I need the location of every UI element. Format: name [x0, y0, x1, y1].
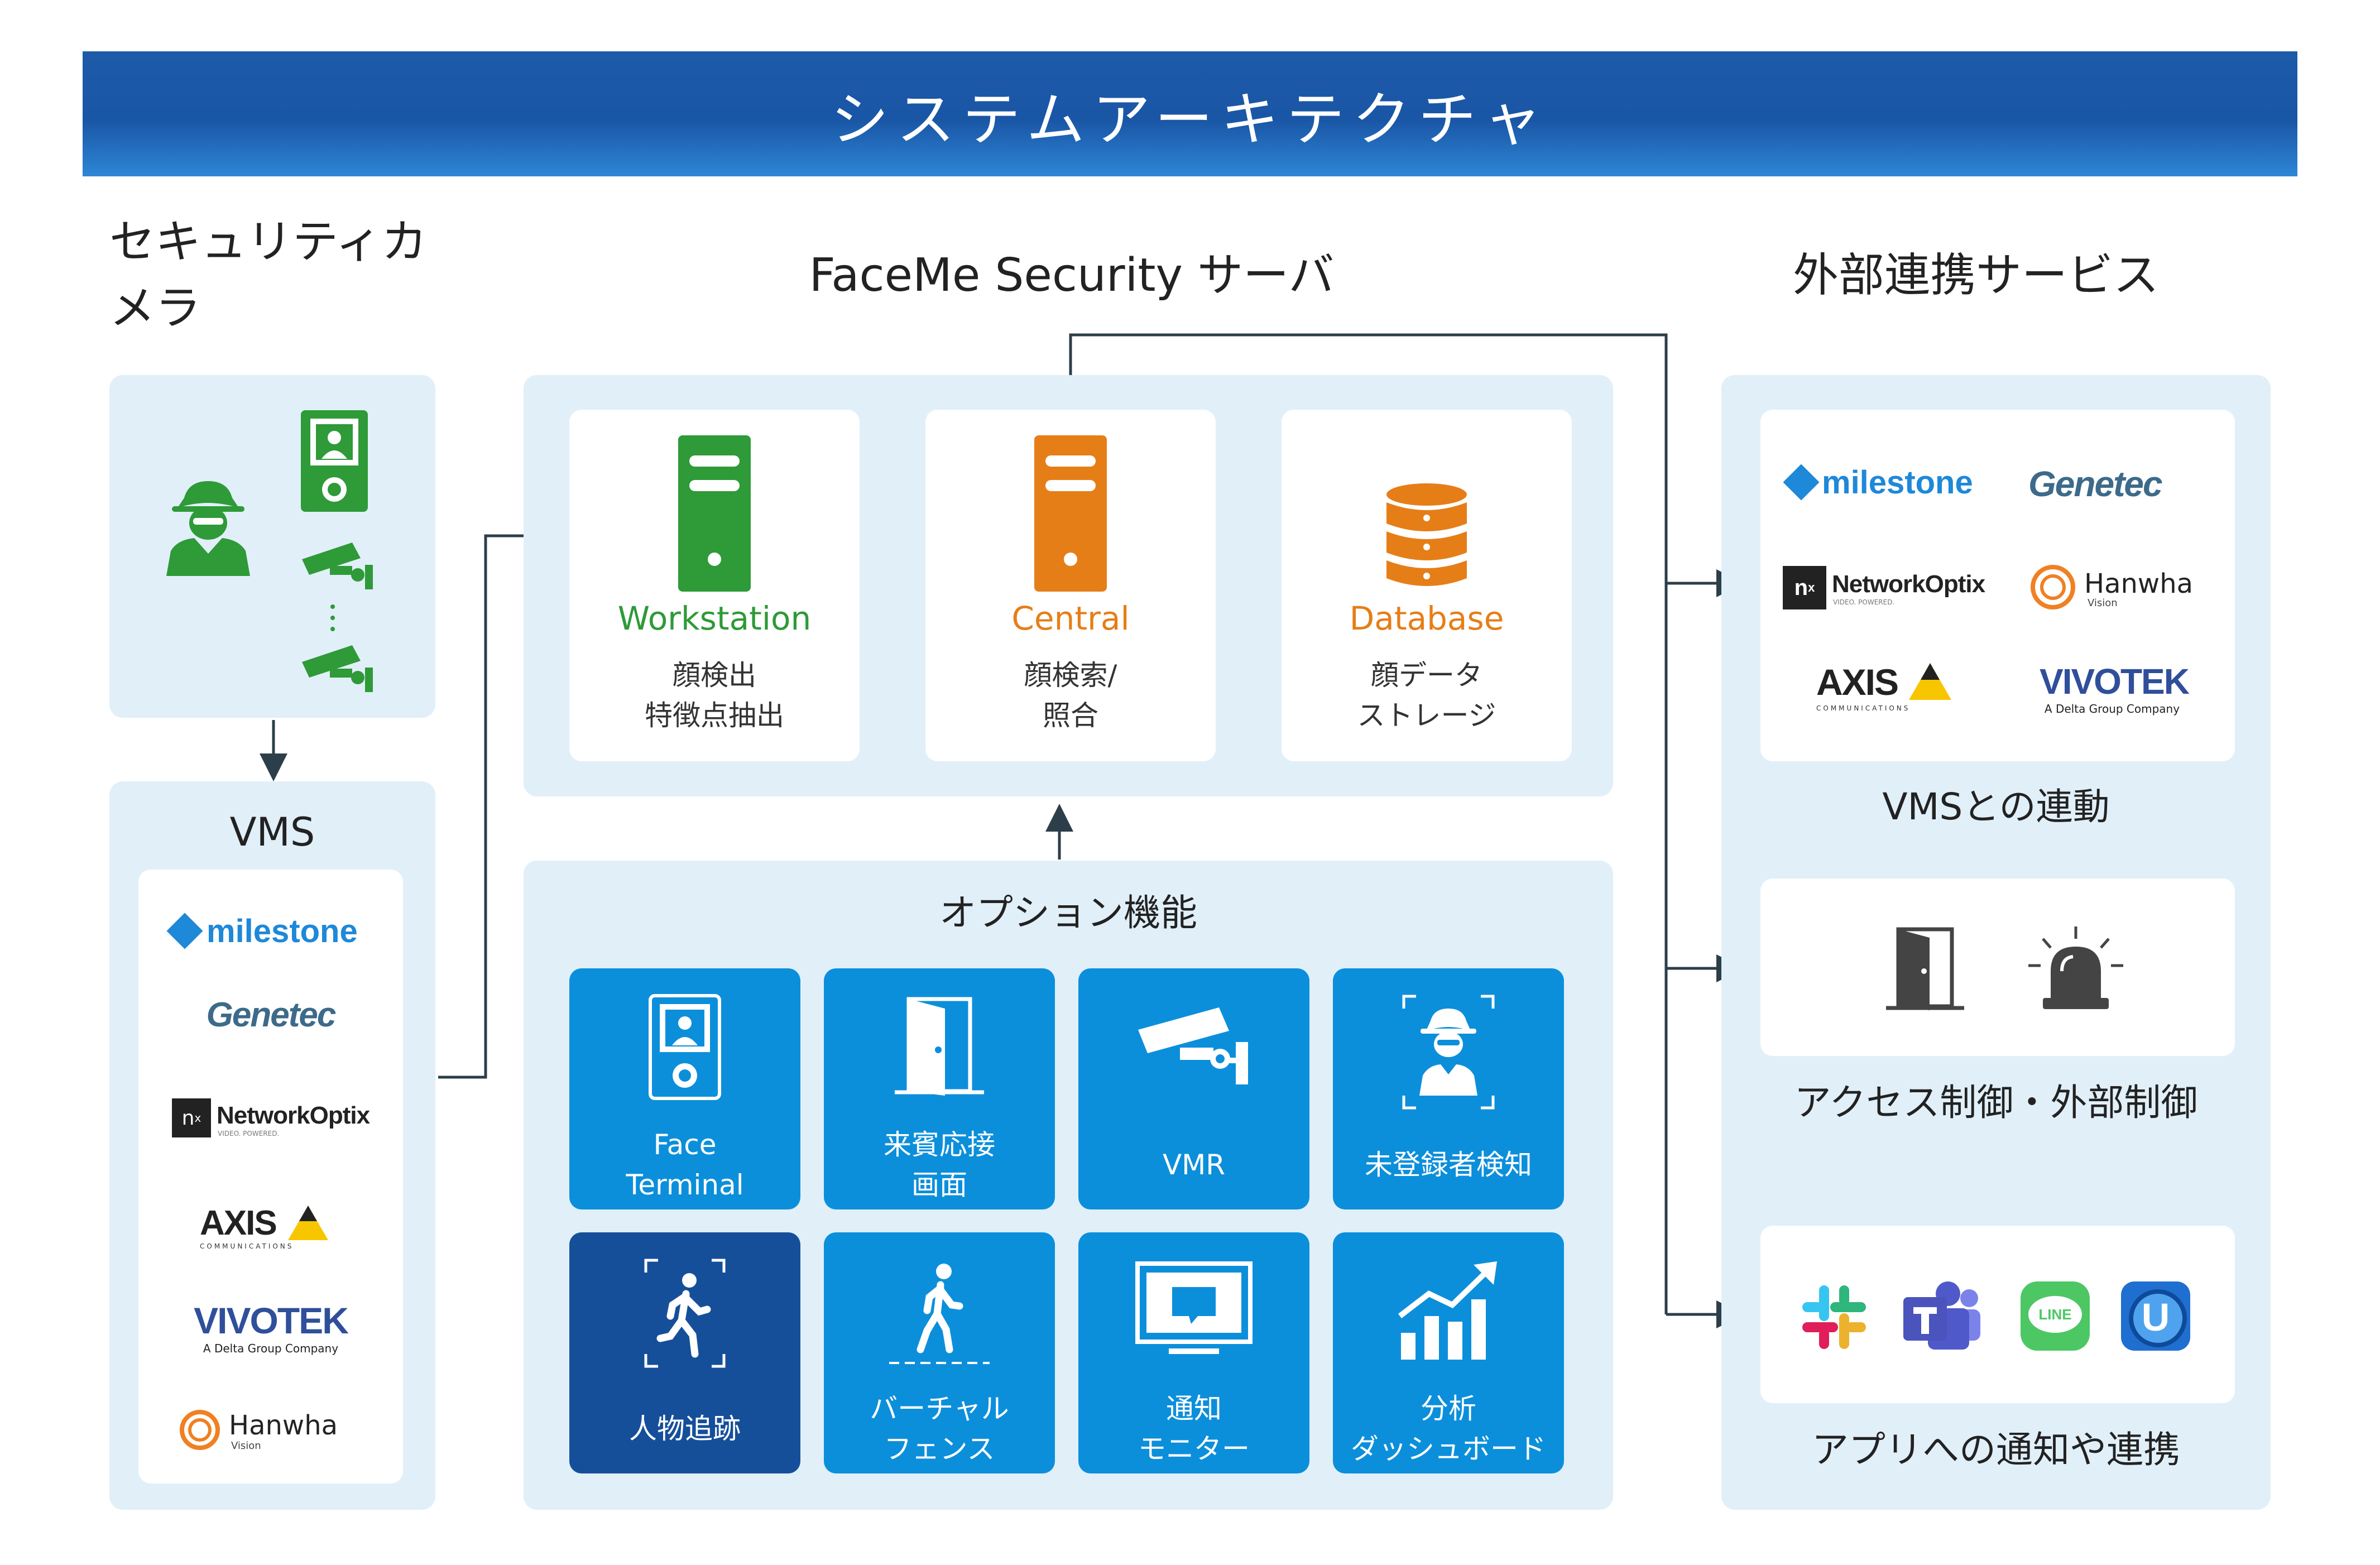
workstation-label: Workstation [617, 599, 812, 637]
option-unregistered-detection[interactable]: 未登録者検知 [1333, 968, 1564, 1209]
hanwha-logo: Hanwha Vision [177, 1405, 378, 1456]
hanwha-logo: Hanwha Vision [2028, 560, 2218, 616]
virtual-fence-icon [889, 1264, 990, 1364]
option-analytics-dashboard[interactable]: 分析ダッシュボード [1333, 1232, 1564, 1473]
milestone-logo: milestone [1783, 460, 1973, 505]
face-terminal-icon [649, 994, 721, 1100]
axis-logo: AXIS COMMUNICATIONS [1816, 661, 1961, 717]
alarm-light-icon [2028, 926, 2123, 1009]
external-heading: 外部連携サービス [1792, 248, 2159, 302]
person-tracking-icon [644, 1259, 726, 1368]
database-icon [1386, 483, 1467, 586]
database-desc: 顔データ ストレージ [1357, 659, 1496, 732]
page-title: システムアーキテクチャ [831, 85, 1549, 153]
vivotek-logo: VIVOTEK A Delta Group Company [2040, 661, 2190, 716]
door-icon [1886, 927, 1964, 1010]
door-icon [895, 997, 984, 1096]
genetec-logo: Genetec [2028, 464, 2163, 504]
workstation-desc: 顔検出 特徴点抽出 [645, 659, 784, 732]
option-person-tracking[interactable]: 人物追跡 [569, 1232, 800, 1473]
option-virtual-fence[interactable]: バーチャルフェンス [824, 1232, 1055, 1473]
slack-icon[interactable] [1801, 1284, 1868, 1351]
camera-panel [109, 375, 435, 718]
cctv-camera-icons [302, 543, 373, 692]
cctv-camera-icon [1138, 1007, 1248, 1084]
option-reception-screen[interactable]: 来賓応接画面 [824, 968, 1055, 1209]
option-notification-monitor[interactable]: 通知モニター [1078, 1232, 1309, 1473]
genetec-logo: Genetec [206, 996, 337, 1034]
teams-icon[interactable] [1903, 1280, 1981, 1353]
server-panel: Workstation 顔検出 特徴点抽出 Central 顔検索/ 照合 [524, 375, 1613, 796]
line-central-to-external [1069, 333, 1668, 1314]
unknown-person-icon [1402, 995, 1495, 1110]
title-banner: システムアーキテクチャ [83, 51, 2297, 176]
axis-logo: AXIS COMMUNICATIONS [200, 1203, 345, 1254]
database-label: Database [1349, 599, 1504, 637]
vms-integration-caption: VMSとの連動 [1882, 785, 2110, 828]
central-card: Central 顔検索/ 照合 [925, 410, 1216, 761]
workstation-card: Workstation 顔検出 特徴点抽出 [569, 410, 860, 761]
vivotek-logo: VIVOTEK A Delta Group Company [194, 1300, 349, 1355]
vms-heading: VMS [229, 809, 315, 855]
database-card: Database 顔データ ストレージ [1282, 410, 1572, 761]
access-control-card [1760, 878, 2235, 1056]
arrow-vms-to-workstation [438, 522, 564, 1079]
monitor-notification-icon [1135, 1261, 1253, 1354]
option-vmr[interactable]: VMR [1078, 968, 1309, 1209]
central-server-icon [1034, 435, 1107, 592]
suspicious-person-icon [166, 481, 250, 576]
analytics-chart-icon [1398, 1261, 1497, 1360]
access-control-caption: アクセス制御・外部制御 [1794, 1081, 2198, 1124]
central-label: Central [1011, 599, 1130, 637]
workstation-server-icon [678, 435, 751, 592]
options-heading: オプション機能 [939, 891, 1197, 934]
central-desc: 顔検索/ 照合 [1024, 659, 1117, 732]
app-notification-card: LINE U [1760, 1226, 2235, 1403]
line-icon[interactable]: LINE [2021, 1281, 2090, 1351]
milestone-logo: milestone [166, 909, 373, 953]
face-terminal-icon [301, 410, 368, 512]
server-heading: FaceMe Security サーバ [809, 248, 1335, 302]
app-notification-caption: アプリへの通知や連携 [1812, 1428, 2180, 1471]
u-app-icon[interactable]: U [2121, 1281, 2190, 1351]
